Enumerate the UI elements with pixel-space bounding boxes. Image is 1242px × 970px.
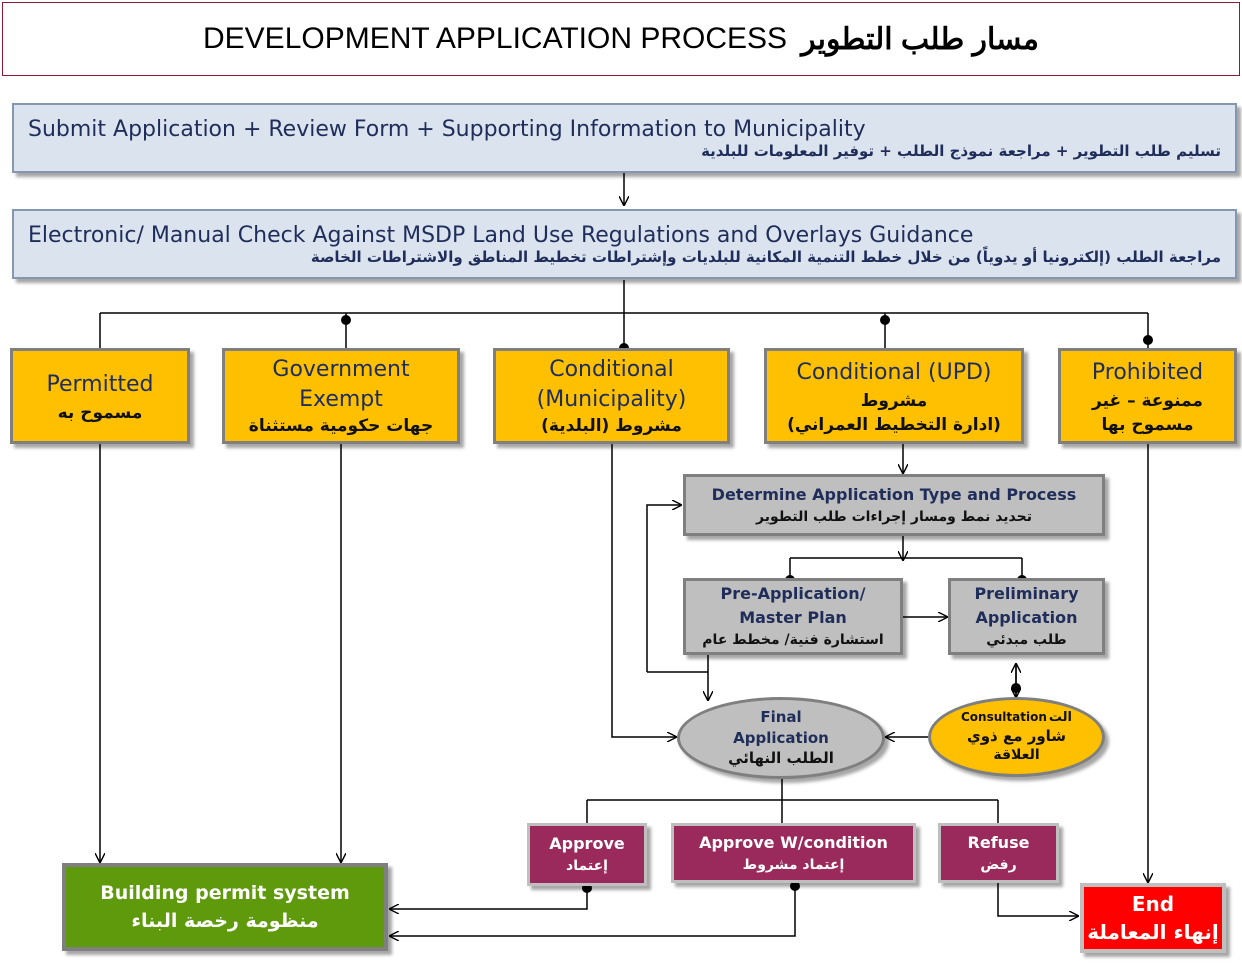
- category-prohibited: Prohibited ممنوعة – غير مسموح بها: [1058, 348, 1237, 444]
- approve-with-condition-box: Approve W/condition إعتماد مشروط: [671, 823, 916, 883]
- final-application-ellipse: Final Application الطلب النهائي: [677, 697, 885, 779]
- approve-box: Approve إعتماد: [527, 823, 647, 886]
- end-en: End: [1131, 892, 1175, 916]
- cond-upd-ar1: مشروط: [860, 390, 928, 411]
- determine-en: Determine Application Type and Process: [711, 484, 1077, 504]
- determine-ar: تحديد نمط ومسار إجراءات طلب التطوير: [755, 508, 1032, 525]
- page-title: DEVELOPMENT APPLICATION PROCESS مسار طلب…: [2, 2, 1240, 76]
- pre-application-box: Pre-Application/ Master Plan استشارة فني…: [683, 578, 903, 655]
- cond-muni-en1: Conditional: [549, 357, 674, 383]
- permitted-ar: مسموح به: [57, 402, 143, 423]
- prohibited-ar2: مسموح بها: [1101, 414, 1194, 435]
- submit-en: Submit Application + Review Form + Suppo…: [28, 116, 866, 142]
- end-box: End إنهاء المعاملة: [1080, 883, 1226, 953]
- final-en2: Application: [733, 729, 829, 748]
- cond-upd-en: Conditional (UPD): [796, 359, 992, 385]
- end-ar: إنهاء المعاملة: [1087, 920, 1219, 944]
- permitted-en: Permitted: [46, 371, 154, 397]
- category-government-exempt: Government Exempt جهات حكومية مستثناة: [222, 348, 460, 444]
- cond-upd-ar2: (ادارة التخطيط العمراني): [787, 414, 1001, 435]
- cond-muni-ar: مشروط (البلدية): [541, 415, 682, 436]
- refuse-box: Refuse رفض: [938, 823, 1059, 883]
- consultation-ar1: الت: [1048, 709, 1072, 725]
- consultation-ar3: العلاقة: [993, 747, 1040, 764]
- final-en1: Final: [760, 708, 802, 727]
- consultation-en: Consultation: [961, 709, 1047, 724]
- submit-application-box: Submit Application + Review Form + Suppo…: [12, 103, 1237, 173]
- building-permit-system-box: Building permit system منظومة رخصة البنا…: [62, 863, 388, 951]
- gov-exempt-en2: Exempt: [299, 387, 383, 413]
- determine-application-type-box: Determine Application Type and Process ت…: [683, 474, 1105, 536]
- category-conditional-municipality: Conditional (Municipality) مشروط (البلدي…: [493, 348, 730, 444]
- final-ar: الطلب النهائي: [728, 749, 834, 768]
- check-ar: مراجعة الطلب (إلكترونيا أو يدوياً) من خل…: [310, 247, 1221, 266]
- prohibited-en: Prohibited: [1091, 359, 1204, 385]
- consultation-ar2: شاور مع ذوي: [966, 726, 1067, 745]
- submit-ar: تسليم طلب التطوير + مراجعة نموذج الطلب +…: [701, 141, 1221, 160]
- approve-cond-ar: إعتماد مشروط: [742, 856, 845, 873]
- refuse-en: Refuse: [967, 832, 1030, 852]
- gov-exempt-en1: Government: [272, 357, 410, 383]
- building-en: Building permit system: [100, 881, 350, 904]
- title-en: DEVELOPMENT APPLICATION PROCESS: [203, 22, 788, 55]
- msdp-check-box: Electronic/ Manual Check Against MSDP La…: [12, 209, 1237, 279]
- refuse-ar: رفض: [980, 856, 1017, 873]
- cond-muni-en2: (Municipality): [536, 387, 687, 413]
- category-conditional-upd: Conditional (UPD) مشروط (ادارة التخطيط ا…: [764, 348, 1024, 444]
- category-permitted: Permitted مسموح به: [10, 348, 190, 444]
- preliminary-en2: Application: [975, 608, 1078, 627]
- pre-app-ar: استشارة فنية/ مخطط عام: [702, 632, 884, 648]
- pre-app-en2: Master Plan: [739, 608, 847, 627]
- approve-en: Approve: [549, 834, 625, 853]
- preliminary-en1: Preliminary: [974, 584, 1079, 603]
- approve-ar: إعتماد: [566, 858, 608, 874]
- preliminary-application-box: Preliminary Application طلب مبدئي: [948, 578, 1105, 655]
- check-en: Electronic/ Manual Check Against MSDP La…: [28, 222, 974, 248]
- title-ar: مسار طلب التطوير: [801, 22, 1039, 56]
- preliminary-ar: طلب مبدئي: [986, 632, 1067, 648]
- consultation-ellipse: Consultation الت شاور مع ذوي العلاقة: [928, 697, 1105, 777]
- approve-cond-en: Approve W/condition: [699, 832, 888, 852]
- pre-app-en1: Pre-Application/: [720, 584, 866, 603]
- prohibited-ar1: ممنوعة – غير: [1092, 390, 1203, 411]
- gov-exempt-ar: جهات حكومية مستثناة: [248, 415, 434, 436]
- building-ar: منظومة رخصة البناء: [131, 910, 319, 932]
